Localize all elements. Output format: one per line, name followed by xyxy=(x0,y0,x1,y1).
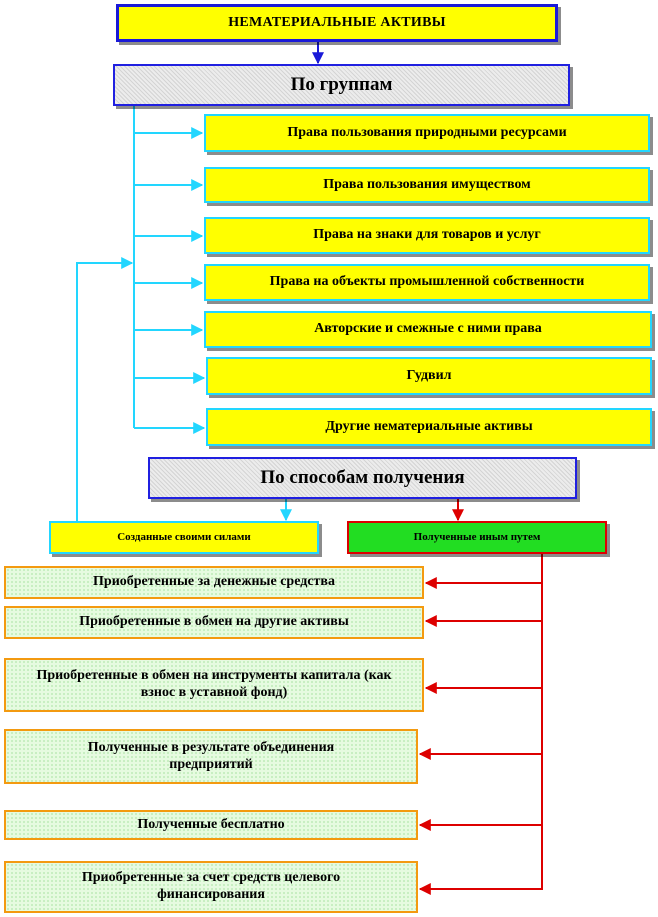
by-groups-header-text: По группам xyxy=(290,73,393,95)
group-item-label: Права пользования имуществом xyxy=(323,176,531,192)
group-item-label: Права на знаки для товаров и услуг xyxy=(313,227,541,243)
by-groups-header: По группам xyxy=(113,64,570,106)
method-item-label: Приобретенные в обмен на другие активы xyxy=(79,614,349,630)
method-item-free-of-charge: Полученные бесплатно xyxy=(4,810,418,840)
group-item-label: Права пользования природными ресурсами xyxy=(287,124,567,140)
by-methods-header-text: По способам получения xyxy=(260,466,465,488)
method-item-label: Полученные в результате объединения пред… xyxy=(87,739,335,772)
diagram-title-text: НЕМАТЕРИАЛЬНЫЕ АКТИВЫ xyxy=(228,14,446,30)
own-means-label: Созданные своими силами xyxy=(117,530,251,543)
method-item-cash: Приобретенные за денежные средства xyxy=(4,566,424,599)
group-item-natural-resources: Права пользования природными ресурсами xyxy=(204,114,650,152)
group-item-trademarks: Права на знаки для товаров и услуг xyxy=(204,217,650,254)
group-item-other-intangibles: Другие нематериальные активы xyxy=(206,408,652,446)
group-item-property-use: Права пользования имуществом xyxy=(204,167,650,203)
method-item-label: Приобретенные в обмен на инструменты кап… xyxy=(36,668,392,700)
method-item-label: Приобретенные за денежные средства xyxy=(93,574,335,590)
method-item-targeted-financing: Приобретенные за счет средств целевого ф… xyxy=(4,861,418,913)
group-item-industrial-property: Права на объекты промышленной собственно… xyxy=(204,264,650,301)
group-item-goodwill: Гудвил xyxy=(206,357,652,395)
other-way-box: Полученные иным путем xyxy=(347,521,607,554)
own-means-to-groups-line xyxy=(76,257,134,521)
other-way-label: Полученные иным путем xyxy=(413,530,541,543)
method-item-equity-instruments: Приобретенные в обмен на инструменты кап… xyxy=(4,658,424,712)
method-item-label: Приобретенные за счет средств целевого ф… xyxy=(81,870,341,902)
group-item-label: Авторские и смежные с ними права xyxy=(314,321,542,337)
group-item-label: Другие нематериальные активы xyxy=(325,418,533,434)
group-item-copyrights: Авторские и смежные с ними права xyxy=(204,311,652,348)
group-item-label: Права на объекты промышленной собственно… xyxy=(269,274,585,290)
group-item-label: Гудвил xyxy=(406,367,452,383)
by-methods-header: По способам получения xyxy=(148,457,577,499)
method-item-business-combination: Полученные в результате объединения пред… xyxy=(4,729,418,784)
diagram-title: НЕМАТЕРИАЛЬНЫЕ АКТИВЫ xyxy=(116,4,558,42)
own-means-box: Созданные своими силами xyxy=(49,521,319,554)
method-item-exchange-assets: Приобретенные в обмен на другие активы xyxy=(4,606,424,639)
method-item-label: Полученные бесплатно xyxy=(137,816,285,832)
